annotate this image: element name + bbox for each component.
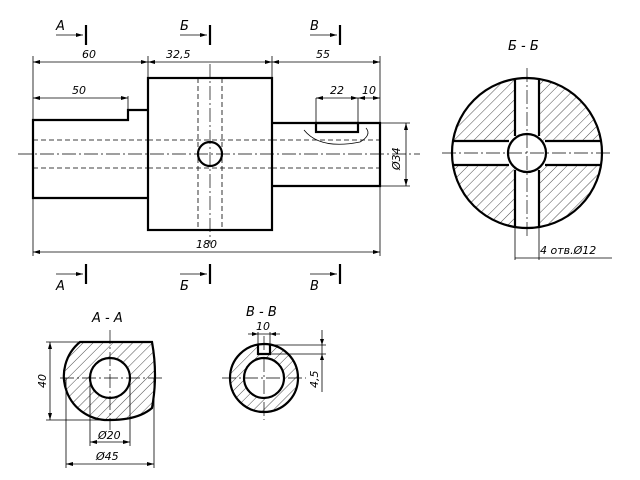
dim-4-5: 4,5	[308, 371, 321, 389]
dim-32-5: 32,5	[166, 48, 191, 61]
section-bb: Б - Б 4 отв.Ø12	[442, 39, 612, 260]
dim-10: 10	[256, 320, 270, 333]
dim-20: Ø20	[97, 429, 121, 442]
dim-40: 40	[36, 374, 49, 388]
cut-label-a-top: А	[55, 19, 65, 34]
cut-label-v-bottom: В	[310, 279, 319, 294]
cut-label-v-top: В	[310, 19, 319, 34]
section-bb-title: Б - Б	[508, 39, 539, 54]
dim-10-key: 10	[362, 84, 376, 97]
dim-60: 60	[82, 48, 96, 61]
dim-34: Ø34	[390, 147, 403, 171]
cut-label-b-top: Б	[180, 19, 189, 34]
keyway	[314, 121, 360, 134]
section-cut-marks: А Б В А Б В	[55, 19, 342, 294]
dim-55: 55	[316, 48, 330, 61]
dim-22: 22	[330, 84, 344, 97]
section-aa: А - А 40 Ø20 Ø45	[36, 311, 162, 468]
dim-180: 180	[196, 238, 217, 251]
section-aa-title: А - А	[91, 311, 123, 326]
main-view-dimensions: 60 32,5 55 50 22 10 180 Ø34	[32, 48, 410, 256]
dim-45: Ø45	[95, 450, 119, 463]
cut-label-a-bottom: А	[55, 279, 65, 294]
dim-50: 50	[72, 84, 86, 97]
shaft-main-view	[18, 64, 420, 244]
shaft-left-outline	[31, 108, 148, 200]
cut-label-b-bottom: Б	[180, 279, 189, 294]
holes-note: 4 отв.Ø12	[540, 244, 596, 257]
section-vv: В - В 10 4,5	[222, 305, 326, 420]
section-vv-title: В - В	[246, 305, 277, 320]
